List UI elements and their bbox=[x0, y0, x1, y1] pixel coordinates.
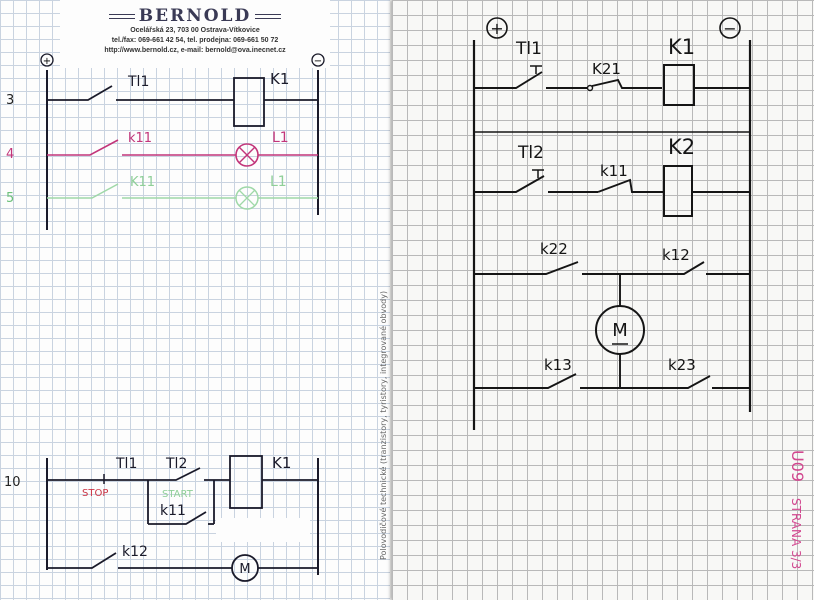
binding-text: Polovodičové technické (tranzistory, tyr… bbox=[378, 291, 388, 560]
contact-k11-right bbox=[597, 178, 664, 193]
contact-k12-right bbox=[664, 261, 705, 275]
start-text: START bbox=[162, 489, 194, 500]
contact-k11-pink bbox=[47, 139, 119, 156]
contact-k11-label: k11 bbox=[128, 131, 152, 146]
coil-k1-label: K1 bbox=[270, 70, 289, 88]
contact-k13-label: k13 bbox=[544, 356, 572, 374]
hold-contact-label: k11 bbox=[160, 503, 186, 519]
coil-k1-lower bbox=[229, 455, 263, 509]
left-schematic: + − 3 Tl1 K1 4 k11 L1 5 K11 L1 10 bbox=[4, 53, 388, 582]
switch-tl2-right bbox=[474, 175, 545, 193]
left-plus-label: + bbox=[43, 56, 51, 67]
left-minus-label: − bbox=[314, 56, 322, 67]
left-plus-terminal bbox=[40, 53, 54, 67]
left-minus-terminal bbox=[311, 53, 325, 67]
motor-left-label: M bbox=[239, 562, 250, 577]
brand-logo: BERNOLD bbox=[60, 6, 330, 26]
contact-k22-label: k22 bbox=[540, 240, 568, 258]
motor-right-label: M bbox=[612, 320, 628, 341]
tape-patch bbox=[216, 518, 310, 542]
switch-tl1-right bbox=[474, 71, 543, 89]
contact-k11-green bbox=[47, 183, 119, 199]
switch-stop-label: Tl1 bbox=[115, 456, 137, 472]
lamp-l1-label: L1 bbox=[272, 130, 289, 146]
right-schematic: + − Tl1 K21 K1 Tl2 k11 K2 k22 k12 bbox=[472, 17, 807, 569]
coil-k2 bbox=[663, 165, 693, 217]
right-minus-label: − bbox=[723, 19, 736, 38]
right-minus-terminal bbox=[719, 17, 741, 39]
contact-k13 bbox=[474, 373, 577, 389]
start-switch-no bbox=[148, 467, 201, 481]
row-number-10: 10 bbox=[4, 475, 21, 490]
switch-tl1-label: Tl1 bbox=[127, 74, 149, 90]
switch-tl2-right-label: Tl2 bbox=[517, 143, 544, 163]
left-sheet: BERNOLD Ocelářská 23, 703 00 Ostrava-Vít… bbox=[0, 0, 390, 600]
contact-k23-label: k23 bbox=[668, 356, 696, 374]
switch-start-label: Tl2 bbox=[165, 456, 187, 472]
coil-k1-right bbox=[663, 64, 695, 106]
company-header: BERNOLD Ocelářská 23, 703 00 Ostrava-Vít… bbox=[60, 0, 330, 68]
row-number-5: 5 bbox=[6, 191, 14, 206]
contact-k21 bbox=[591, 78, 662, 89]
right-plus-terminal bbox=[486, 17, 508, 39]
hold-contact-k11 bbox=[148, 511, 207, 525]
side-note-u09: U09 bbox=[788, 450, 807, 482]
row-number-4: 4 bbox=[6, 147, 14, 162]
coil-k1 bbox=[233, 77, 265, 127]
switch-tl1-right-label: Tl1 bbox=[515, 39, 542, 59]
stop-text: STOP bbox=[82, 488, 108, 499]
row-number-3: 3 bbox=[6, 93, 14, 108]
contact-k12 bbox=[47, 552, 117, 569]
switch-tl1-blade bbox=[47, 85, 113, 101]
contact-k11-green-label: K11 bbox=[130, 175, 155, 190]
contact-k12-right-label: k12 bbox=[662, 246, 690, 264]
header-phone: tel./fax: 069-661 42 54, tel. prodejna: … bbox=[111, 37, 279, 44]
contact-k21-label: K21 bbox=[592, 60, 621, 78]
contact-k23 bbox=[664, 375, 711, 389]
header-address: Ocelářská 23, 703 00 Ostrava-Vítkovice bbox=[130, 27, 260, 34]
contact-k12-label: k12 bbox=[122, 544, 148, 560]
header-web: http://www.bernold.cz, e-mail: bernold@o… bbox=[104, 47, 286, 54]
side-note-page: STRANA 3/3 bbox=[789, 498, 803, 569]
contact-k11-right-label: k11 bbox=[600, 162, 628, 180]
coil-k2-label: K2 bbox=[668, 135, 695, 159]
coil-k1-lower-label: K1 bbox=[272, 454, 291, 472]
contact-k22 bbox=[474, 261, 579, 275]
right-plus-label: + bbox=[490, 19, 503, 38]
lamp-l1-green-label: L1 bbox=[270, 174, 287, 190]
right-sheet: + − Tl1 K21 K1 Tl2 k11 K2 k22 k12 bbox=[392, 0, 814, 600]
coil-k1-right-label: K1 bbox=[668, 35, 695, 59]
